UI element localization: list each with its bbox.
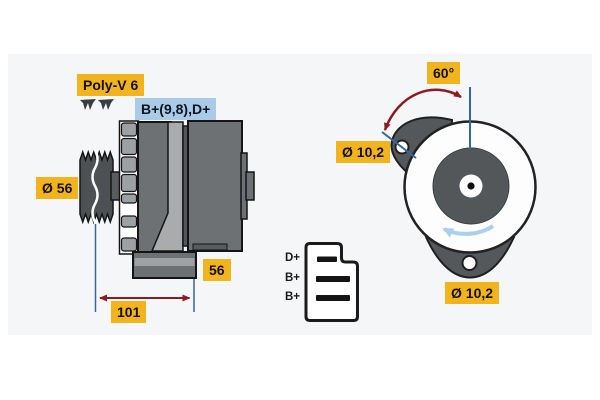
mounting-angle-label: 60° [427,62,461,84]
hole-diameter-bottom-label: Ø 10,2 [445,282,500,304]
overall-length-label: 101 [111,301,147,323]
foot-width-label: 56 [203,259,231,281]
belt-type-label: Poly-V 6 [77,74,145,96]
mounting-foot [132,251,197,279]
belt-rib-icon [80,99,114,110]
connector-diagram [304,242,359,322]
rotation-direction-arrow [442,224,495,238]
cooling-fins [118,120,140,255]
terminal-designation-label: B+(9,8),D+ [135,98,217,120]
side-view [79,99,255,312]
shaft-center-dot [467,182,475,190]
pulley-diameter-label: Ø 56 [36,177,79,199]
lug-axis-line [381,131,417,159]
pin-label-bplus-1: B+ [284,271,300,284]
mounting-hole-bottom [461,255,478,271]
dimension-lines [94,224,195,312]
rear-housing [182,120,255,252]
pulley-break-line [91,148,99,224]
pin-label-bplus-2: B+ [284,290,300,303]
angle-arc-arrow [383,88,462,131]
pin-label-dplus: D+ [284,252,300,264]
hole-diameter-top-label: Ø 10,2 [336,141,391,163]
connector-terminals [316,256,350,301]
rear-view [381,87,537,279]
